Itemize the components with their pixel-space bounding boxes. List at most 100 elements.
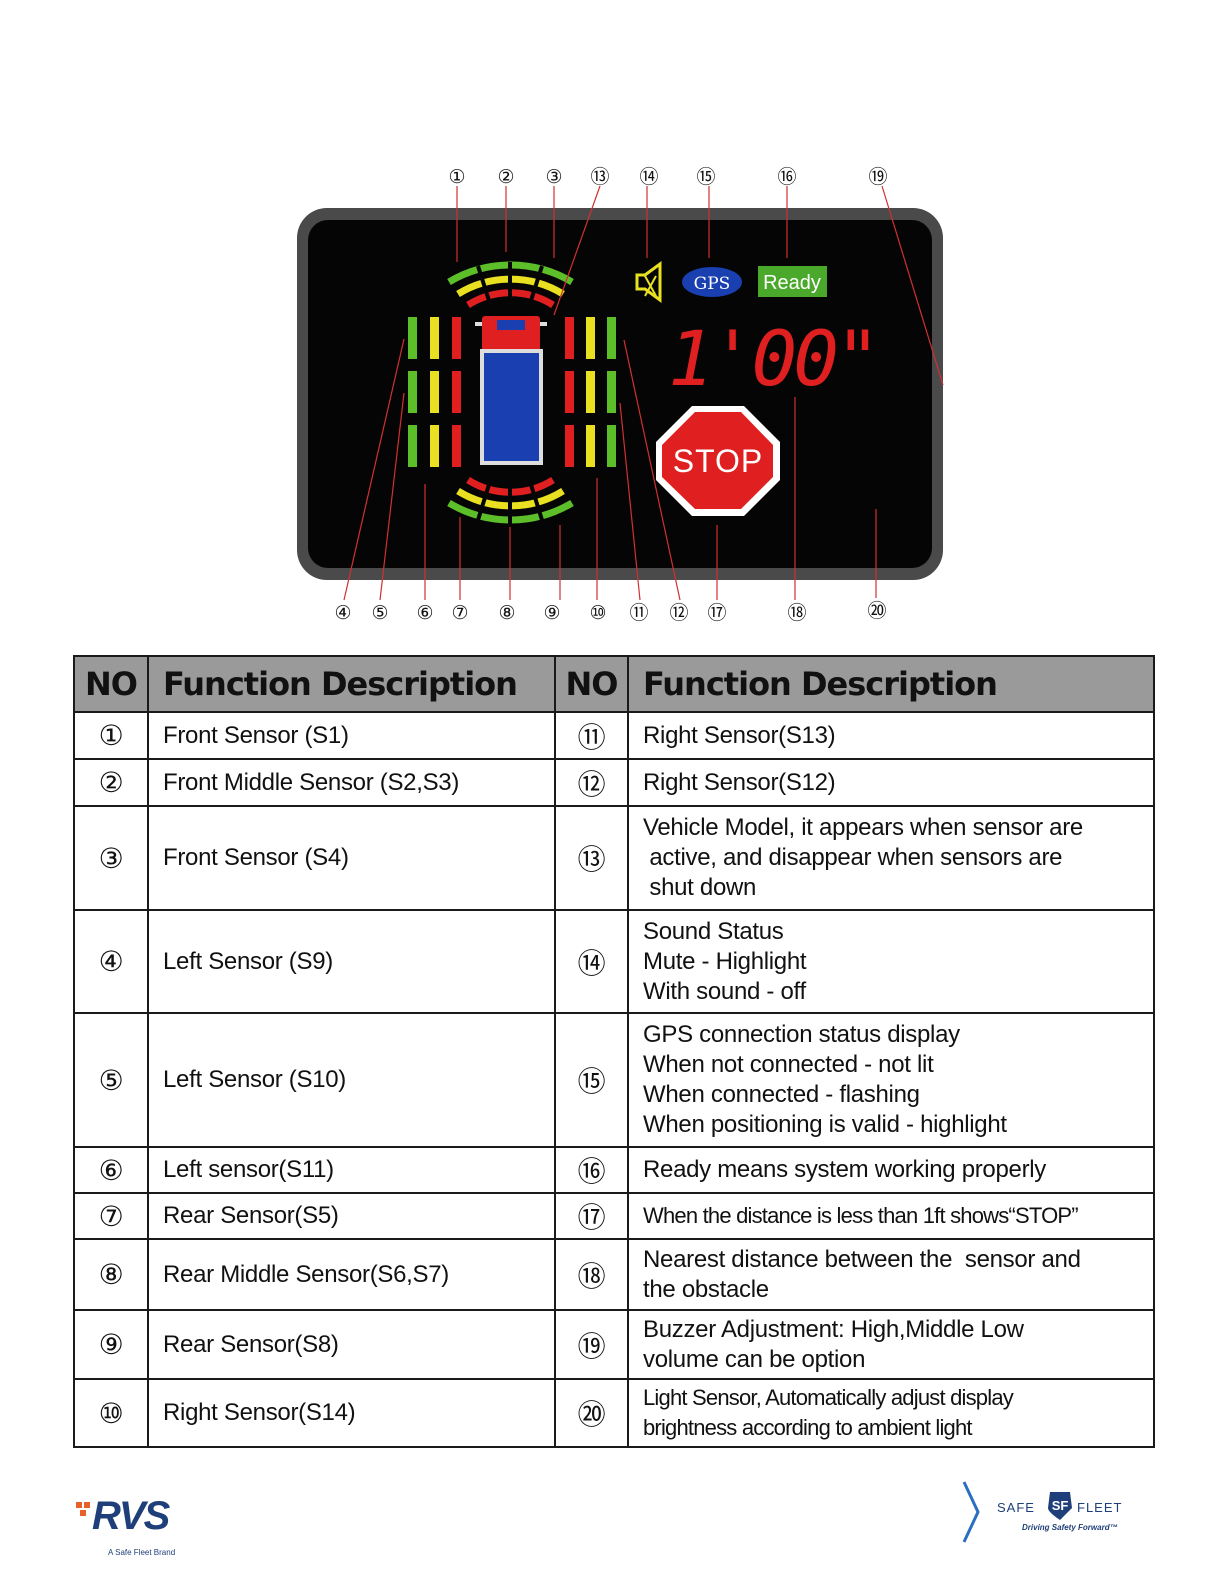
row-description-line: Right Sensor(S14)	[163, 1399, 356, 1426]
row-description-cell: Front Sensor (S4)	[147, 805, 556, 911]
row-description-cell: When the distance is less than 1ft shows…	[627, 1192, 1155, 1240]
row-number-cell: ③	[73, 805, 149, 911]
row-description-cell: Right Sensor(S14)	[147, 1378, 556, 1448]
callout-11: ⑪	[629, 602, 648, 624]
row-number: ⑱	[577, 1259, 606, 1293]
header-desc-left: Function Description	[147, 655, 556, 713]
speaker-mute-icon	[635, 261, 662, 303]
row-description-line: Mute - Highlight	[643, 947, 807, 975]
row-number: ③	[98, 841, 124, 875]
row-number-cell: ④	[73, 909, 149, 1014]
callout-8: ⑧	[498, 602, 515, 624]
row-description-line: Nearest distance between the sensor and	[643, 1245, 1081, 1273]
row-number-cell: ⑬	[554, 805, 629, 911]
callout-leader-lines	[343, 185, 944, 601]
row-number: ⑰	[577, 1201, 606, 1234]
table-row: ⑩ Right Sensor(S14) ⑳ Light Sensor, Automat…	[73, 1378, 1155, 1448]
row-description-cell: Right Sensor(S13)	[627, 711, 1155, 760]
callout-5: ⑤	[371, 602, 388, 624]
row-number-cell: ⑤	[73, 1012, 149, 1148]
callout-1: ①	[448, 166, 465, 188]
safe-fleet-tagline: Driving Safety Forward™	[1022, 1523, 1118, 1532]
safe-fleet-word-left: SAFE	[997, 1500, 1035, 1515]
row-number: ②	[98, 766, 124, 799]
row-description-cell: Rear Middle Sensor(S6,S7)	[147, 1238, 556, 1311]
row-description-line: When positioning is valid - highlight	[643, 1111, 1007, 1138]
safe-fleet-logo-graphic: SF	[962, 1481, 1072, 1543]
row-description-line: Front Sensor (S1)	[163, 721, 349, 749]
row-number-cell: ⑨	[73, 1309, 149, 1380]
row-number-cell: ⑰	[554, 1192, 629, 1240]
callout-2: ②	[497, 166, 514, 188]
row-description-line: Rear Middle Sensor(S6,S7)	[163, 1260, 449, 1288]
row-description-line: volume can be option	[643, 1345, 866, 1373]
row-description-line: brightness according to ambient light	[643, 1415, 973, 1440]
row-description-cell: Rear Sensor(S8)	[147, 1309, 556, 1380]
header-desc-right: Function Description	[627, 655, 1155, 713]
callout-20: ⑳	[867, 600, 886, 622]
row-number-cell: ②	[73, 758, 149, 807]
row-description-cell: Left Sensor (S10)	[147, 1012, 556, 1148]
row-description-cell: Left Sensor (S9)	[147, 909, 556, 1014]
row-description-line: Left Sensor (S10)	[163, 1066, 346, 1093]
ready-badge	[758, 266, 827, 297]
top-callouts: ① ② ③ ⑬ ⑭ ⑮ ⑯ ⑲	[448, 166, 887, 188]
parking-sensor-display-diagram: GPS Ready 1'00" STOP ① ② ③ ⑬	[297, 166, 944, 624]
row-description-cell: Front Middle Sensor (S2,S3)	[147, 758, 556, 807]
row-number-cell: ⑮	[554, 1012, 629, 1148]
row-number-cell: ⑫	[554, 758, 629, 807]
row-description-line: Left sensor(S11)	[163, 1156, 334, 1183]
row-number: ⑩	[98, 1396, 124, 1430]
gps-badge	[682, 267, 742, 297]
row-number-cell: ⑲	[554, 1309, 629, 1380]
safe-fleet-logo: SF SAFE FLEET Driving Safety Forward™	[960, 1480, 1140, 1555]
stop-sign-icon	[656, 406, 780, 516]
row-description-line: GPS connection status display	[643, 1021, 960, 1048]
row-number-cell: ⑩	[73, 1378, 149, 1448]
function-description-table: NO Function Description NO Function Desc…	[73, 655, 1155, 1448]
distance-display: 1'00"	[668, 314, 877, 403]
svg-text:SF: SF	[1052, 1498, 1069, 1513]
row-description-cell: Vehicle Model, it appears when sensor ar…	[627, 805, 1155, 911]
row-number: ⑳	[577, 1398, 606, 1431]
row-description-line: Right Sensor(S12)	[643, 768, 836, 796]
gps-label: GPS	[694, 274, 731, 294]
rvs-tagline: A Safe Fleet Brand	[108, 1548, 176, 1557]
callout-13: ⑬	[590, 166, 609, 188]
row-description-cell: Light Sensor, Automatically adjust displ…	[627, 1378, 1155, 1448]
row-number: ⑫	[577, 767, 606, 801]
row-description-line: When not connected - not lit	[643, 1051, 934, 1078]
rvs-logo-text: RVS	[92, 1494, 170, 1538]
row-description-line: When connected - flashing	[643, 1081, 920, 1108]
row-description-line: Buzzer Adjustment: High,Middle Low	[643, 1315, 1024, 1343]
row-description-line: the obstacle	[643, 1275, 769, 1303]
callout-9: ⑨	[543, 602, 560, 624]
row-description-line: Sound Status	[643, 917, 784, 945]
left-sensor-bars	[408, 317, 461, 467]
row-number: ⑥	[98, 1153, 124, 1187]
row-number-cell: ⑥	[73, 1146, 149, 1194]
row-description-line: Vehicle Model, it appears when sensor ar…	[643, 814, 1083, 841]
safe-fleet-word-right: FLEET	[1077, 1500, 1123, 1515]
rear-sensor-arcs	[447, 474, 574, 525]
row-description-line: Ready means system working properly	[643, 1156, 1046, 1183]
row-description-line: Front Middle Sensor (S2,S3)	[163, 768, 460, 796]
row-number-cell: ①	[73, 711, 149, 760]
row-number: ④	[98, 945, 124, 978]
row-number: ⑤	[98, 1063, 124, 1097]
row-description-line: With sound - off	[643, 977, 806, 1005]
stop-label: STOP	[673, 443, 764, 479]
row-number-cell: ⑳	[554, 1378, 629, 1448]
callout-4: ④	[334, 602, 351, 624]
callout-16: ⑯	[777, 166, 796, 188]
table-row: ③ Front Sensor (S4)⑬ Vehicle Model, it app…	[73, 805, 1155, 911]
row-description-line: active, and disappear when sensors are	[643, 844, 1063, 871]
row-description-line: Rear Sensor(S8)	[163, 1330, 339, 1358]
